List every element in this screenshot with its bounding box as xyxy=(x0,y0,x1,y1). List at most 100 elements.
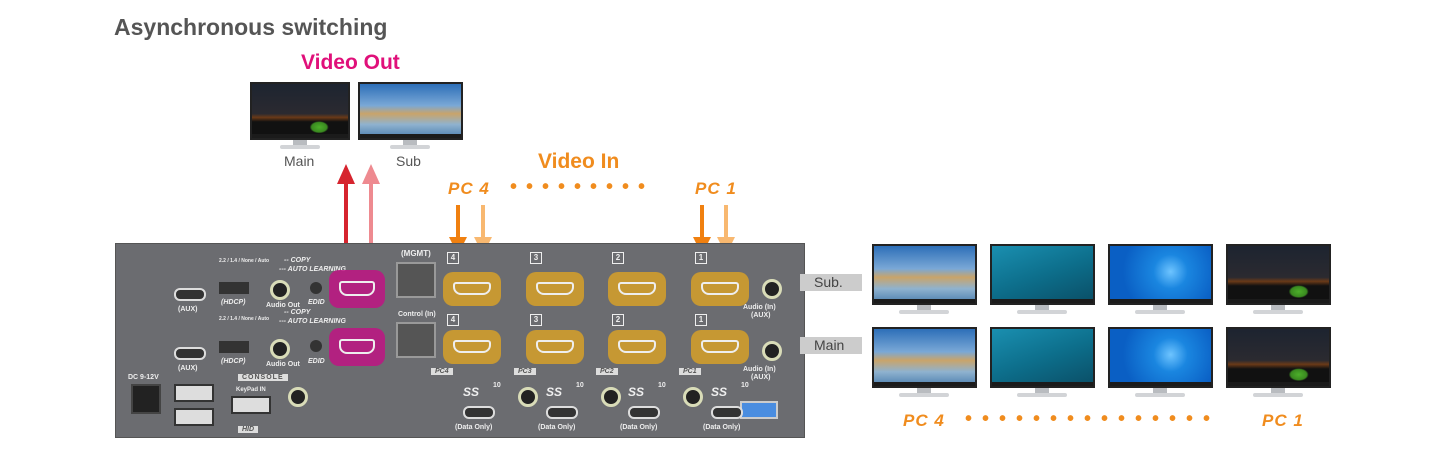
pc2-ss-10: 10 xyxy=(658,382,666,389)
video-in-label: Video In xyxy=(538,150,620,173)
pc3-ss-logo: SS xyxy=(546,385,563,399)
pc1-number-badge: 1 xyxy=(695,314,707,326)
edid-auto-learning-label: --- AUTO LEARNING xyxy=(279,318,346,325)
audio-in-aux-label-main: (AUX) xyxy=(751,374,771,381)
pc4-number-badge: 4 xyxy=(447,252,459,264)
pc4-hdmi-main-in[interactable] xyxy=(443,330,501,364)
audio-in-jack-sub[interactable] xyxy=(762,279,782,299)
dots-divider: ••••••••• xyxy=(510,176,655,198)
pc3-number-badge: 3 xyxy=(530,252,542,264)
pc3-hdmi-sub-in[interactable] xyxy=(526,272,584,306)
pc2-hdmi-sub-in[interactable] xyxy=(608,272,666,306)
console-usb-port-2[interactable] xyxy=(174,408,214,426)
console-label: CONSOLE xyxy=(238,374,288,381)
pc1-usbc-data-port[interactable] xyxy=(711,406,743,419)
audio-in-aux-label-sub: (AUX) xyxy=(751,312,771,319)
edid-label: EDID xyxy=(308,299,325,306)
edid-auto-learning-label: --- AUTO LEARNING xyxy=(279,266,346,273)
dc-label: DC 9-12V xyxy=(128,374,159,381)
pc2-hdmi-main-in[interactable] xyxy=(608,330,666,364)
sub-out-arrow xyxy=(362,164,380,268)
pc1-hdmi-sub-in[interactable] xyxy=(691,272,749,306)
pc2-number-badge: 2 xyxy=(612,252,624,264)
control-in-rj45-port[interactable] xyxy=(396,322,436,358)
edid-copy-label: -- COPY xyxy=(284,257,311,264)
hdcp-switch-bottom[interactable] xyxy=(219,341,249,353)
pc4-data-only-label: (Data Only) xyxy=(455,424,493,431)
hdcp-label: (HDCP) xyxy=(221,299,246,306)
main-out-arrow xyxy=(337,164,355,268)
pc3-data-only-label: (Data Only) xyxy=(538,424,576,431)
dc-power-jack[interactable] xyxy=(131,384,161,414)
pc1-hdmi-main-in[interactable] xyxy=(691,330,749,364)
main-row-label: Main xyxy=(800,337,862,354)
audio-out-jack-top[interactable] xyxy=(270,280,290,300)
kvm-rear-panel: (AUX) (AUX) 2.2 / 1.4 / None / Auto (HDC… xyxy=(115,243,805,438)
pc4-sub-monitor xyxy=(872,244,977,316)
video-out-label: Video Out xyxy=(301,51,400,74)
pc1-ss-10: 10 xyxy=(741,382,749,389)
pc2-sub-monitor xyxy=(1108,244,1213,316)
pc2-audio-jack[interactable] xyxy=(683,387,703,407)
pc3-hdmi-main-in[interactable] xyxy=(526,330,584,364)
aux-usbc-port-bottom[interactable] xyxy=(174,347,206,360)
pc2-data-only-label: (Data Only) xyxy=(620,424,658,431)
pc4-ss-logo: SS xyxy=(463,385,480,399)
audio-in-label-main: Audio (In) xyxy=(743,366,776,373)
pc2-tag: PC2 xyxy=(596,368,618,375)
audio-out-jack-bottom[interactable] xyxy=(270,339,290,359)
console-hdmi-sub-out[interactable] xyxy=(329,270,385,308)
pc1-tag: PC1 xyxy=(679,368,701,375)
audio-in-label-sub: Audio (In) xyxy=(743,304,776,311)
keypad-usb-port[interactable] xyxy=(231,396,271,414)
pc3-ss-10: 10 xyxy=(576,382,584,389)
edid-copy-label: -- COPY xyxy=(284,309,311,316)
pc2-main-monitor xyxy=(1108,327,1213,399)
pc3-sub-monitor xyxy=(990,244,1095,316)
pc3-tag: PC3 xyxy=(514,368,536,375)
hdcp-options: 2.2 / 1.4 / None / Auto xyxy=(219,258,270,264)
video-in-to: PC 1 xyxy=(695,179,737,198)
video-in-from: PC 4 xyxy=(448,179,490,198)
usb3-hub-port[interactable] xyxy=(740,401,778,419)
pc2-number-badge: 2 xyxy=(612,314,624,326)
sub-output-monitor xyxy=(358,82,463,152)
hid-label: HID xyxy=(238,426,259,433)
pc4-usbc-data-port[interactable] xyxy=(463,406,495,419)
pc4-number-badge: 4 xyxy=(447,314,459,326)
pc4-hdmi-sub-in[interactable] xyxy=(443,272,501,306)
dots-divider: ••••••••••••••• xyxy=(965,408,1221,430)
pc-row-to: PC 1 xyxy=(1262,411,1304,430)
edid-label: EDID xyxy=(308,358,325,365)
aux-label: (AUX) xyxy=(178,306,198,313)
pc4-audio-jack[interactable] xyxy=(518,387,538,407)
audio-out-label: Audio Out xyxy=(266,361,300,368)
hdcp-switch-top[interactable] xyxy=(219,282,249,294)
output-arrows xyxy=(337,164,380,268)
mgmt-label: (MGMT) xyxy=(401,249,431,258)
headphone-jack[interactable] xyxy=(288,387,308,407)
pc1-number-badge: 1 xyxy=(695,252,707,264)
hdcp-label: (HDCP) xyxy=(221,358,246,365)
pc3-usbc-data-port[interactable] xyxy=(546,406,578,419)
pc2-ss-logo: SS xyxy=(628,385,645,399)
pc3-number-badge: 3 xyxy=(530,314,542,326)
main-monitor-label: Main xyxy=(284,153,315,169)
pc1-sub-monitor xyxy=(1226,244,1331,316)
pc4-tag: PC4 xyxy=(431,368,453,375)
control-in-label: Control (In) xyxy=(398,311,436,318)
audio-in-jack-main[interactable] xyxy=(762,341,782,361)
page-title: Asynchronous switching xyxy=(114,14,388,40)
console-usb-port-1[interactable] xyxy=(174,384,214,402)
pc3-audio-jack[interactable] xyxy=(601,387,621,407)
sub-row-label: Sub. xyxy=(800,274,862,291)
sub-monitor-label: Sub xyxy=(396,153,421,169)
pc2-usbc-data-port[interactable] xyxy=(628,406,660,419)
audio-out-label: Audio Out xyxy=(266,302,300,309)
pc1-ss-logo: SS xyxy=(711,385,728,399)
aux-usbc-port-top[interactable] xyxy=(174,288,206,301)
mgmt-rj45-port[interactable] xyxy=(396,262,436,298)
console-hdmi-main-out[interactable] xyxy=(329,328,385,366)
edid-button-bottom[interactable] xyxy=(310,340,322,352)
edid-button-top[interactable] xyxy=(310,282,322,294)
